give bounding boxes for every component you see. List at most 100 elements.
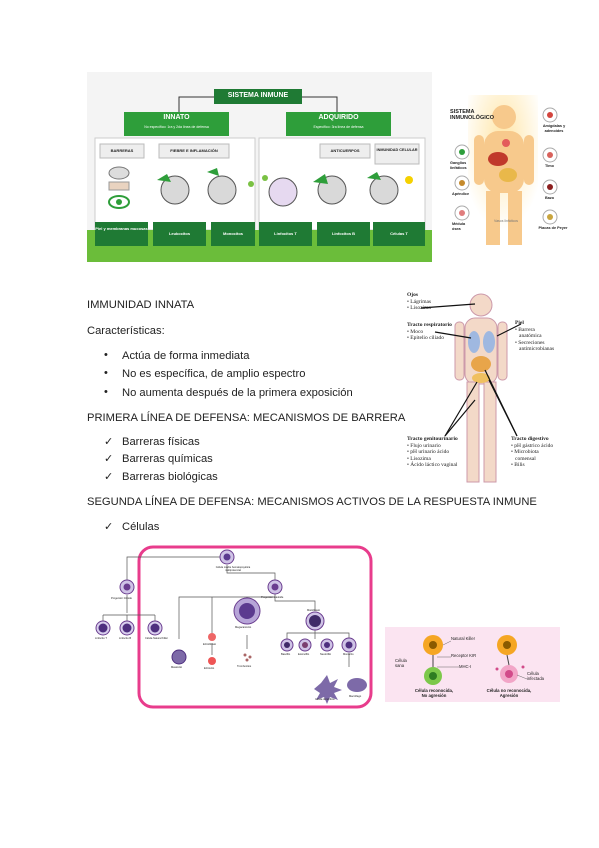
receptor-kir-label: Receptor KIR — [451, 653, 477, 658]
fig2-label-peyer: Placas de Peyer — [538, 226, 568, 230]
gi-title: Tracto digestivo — [511, 436, 549, 442]
fig1-footer-monocytes: Monocitos — [223, 231, 243, 236]
fig2-label-medula: Médula ósea — [452, 222, 466, 231]
fig1-acquired-title: ADQUIRIDO — [318, 114, 359, 121]
hematopoiesis-figure: Célula madre hematopoyética multipotenci… — [87, 545, 377, 710]
respiratory-barrier-label: Tracto respiratorio • Moco • Epitelio ci… — [407, 322, 452, 342]
label-nk-cell: Célula Natural Killer — [145, 637, 168, 640]
fig1-innate-subtitle: No específico: 1ra y 2da línea de defens… — [144, 125, 209, 129]
label-thrombocytes: Trombocitos — [237, 665, 252, 668]
fig1-acquired-subtitle: Específico: 3ra línea de defensa — [313, 125, 364, 129]
label-mast-cell: Mastocito — [171, 666, 183, 669]
left-caption-line1: Célula reconocida, — [414, 688, 454, 693]
gu-title: Tracto genitourinario — [407, 436, 458, 442]
fig1-header-barriers: BARRERAS — [110, 148, 134, 153]
check-item: Barreras físicas — [122, 436, 200, 448]
fig1-title: SISTEMA INMUNE — [227, 92, 289, 99]
eyes-title: Ojos — [407, 292, 418, 298]
gi-item: • Bilis — [511, 462, 525, 468]
eyes-item: • Lisozima — [407, 305, 431, 311]
label-myeloblast: Mieloblasto — [307, 609, 321, 612]
fig1-header-cellular: INMUNIDAD CELULAR — [376, 148, 418, 152]
label-t-lymphocyte: Linfocito T — [95, 637, 107, 640]
lymphatic-body-illustration — [454, 95, 558, 245]
body-barriers-illustration — [420, 293, 522, 483]
skin-item: • Secreciones — [515, 339, 545, 346]
left-caption-line2: No agresión — [421, 693, 447, 698]
gu-item: • Ácido láctico vaginal — [407, 462, 458, 468]
nk-cell-figure: Natural Killer Receptor KIR MHC-I Célula… — [385, 627, 560, 702]
fig1-innate-title: INNATO — [163, 114, 190, 121]
skin-title: Piel — [515, 320, 524, 326]
fig1-footer-skin: Piel y membranas mucosas — [95, 226, 148, 231]
bullet-item: No es específica, de amplio espectro — [122, 368, 306, 380]
gu-item: • Lisozima — [407, 455, 431, 462]
fig2-label-ganglios: Ganglios linfáticos — [450, 161, 467, 170]
fig2-label-apendice: Apéndice — [452, 192, 470, 196]
checkmark-icon: ✓ — [104, 436, 114, 448]
fig1-header-fever: FIEBRE E INFLAMACIÓN — [170, 148, 218, 153]
gi-item: comensal — [515, 455, 536, 462]
heading-first-line: PRIMERA LÍNEA DE DEFENSA: MECANISMOS DE … — [87, 412, 406, 424]
right-caption-line1: Célula no reconocida, — [486, 688, 532, 693]
body-barriers-figure: Ojos • Lágrimas • Lisozima Tracto respir… — [405, 290, 558, 485]
skin-item: • Barrera — [515, 326, 535, 333]
bullet-dot: • — [104, 349, 108, 361]
label-megakaryocyte: Megacariocito — [235, 626, 252, 629]
checkmark-icon: ✓ — [104, 453, 114, 465]
bullet-item: Actúa de forma inmediata — [122, 350, 250, 362]
fig1-footer-t-lymph: Linfocitos T — [274, 231, 297, 236]
label-macrophage: Macrófago — [349, 695, 362, 698]
eyes-barrier-label: Ojos • Lágrimas • Lisozima — [407, 292, 431, 312]
label-lymphoid-progenitor: Progenitor linfoide — [111, 597, 132, 600]
eyes-item: • Lágrimas — [407, 298, 432, 305]
gi-item: • pH gástrico ácido — [511, 442, 554, 449]
label-myeloid-progenitor: Progenitor mieloide — [261, 596, 284, 599]
fig2-title: SISTEMA INMUNOLÓGICO — [450, 109, 494, 121]
skin-barrier-label: Piel • Barrera anatómica • Secreciones a… — [515, 320, 554, 353]
respiratory-item: • Moco — [407, 328, 424, 335]
skin-item: antimicrobianas — [519, 346, 555, 352]
checkmark-icon: ✓ — [104, 521, 114, 533]
nk-cell-diagram — [423, 635, 528, 685]
label-monocyte: Monocito — [343, 653, 354, 656]
gu-item: • pH urinario ácido — [407, 449, 450, 455]
check-item: Células — [122, 521, 160, 533]
bullet-dot: • — [104, 386, 108, 398]
label-b-lymphocyte: Linfocito B — [119, 637, 132, 640]
label-dendritic-cell: Célula dendrítica — [315, 698, 335, 701]
respiratory-title: Tracto respiratorio — [407, 322, 452, 328]
check-item: Barreras biológicas — [122, 471, 218, 483]
label-neutrophil: Neutrófilo — [320, 653, 332, 656]
characteristics-label: Características: — [87, 325, 165, 337]
label-erythroblast: Eritroblasto — [203, 643, 217, 646]
immune-system-figure: SISTEMA INMUNE INNATO No específico: 1ra… — [87, 72, 432, 262]
checkmark-icon: ✓ — [104, 471, 114, 483]
label-erythrocyte: Eritrocito — [204, 667, 215, 670]
lymphatic-system-figure: SISTEMA INMUNOLÓGICO Ganglios linfáticos… — [438, 95, 570, 245]
nk-label: Natural Killer — [451, 636, 475, 641]
fig2-label-bazo: Bazo — [545, 196, 555, 200]
heading-second-line: SEGUNDA LÍNEA DE DEFENSA: MECANISMOS ACT… — [87, 496, 537, 508]
check-item: Barreras químicas — [122, 453, 213, 465]
infected-cell-label: Célula infectada — [527, 671, 544, 681]
right-caption-line2: Agresión — [499, 693, 519, 698]
bullet-dot: • — [104, 367, 108, 379]
gi-barrier-label: Tracto digestivo • pH gástrico ácido • M… — [511, 436, 553, 469]
bullet-item: No aumenta después de la primera exposic… — [122, 387, 353, 399]
fig1-footer-leukocytes: Leukocitos — [168, 231, 191, 236]
fig2-label-amigdalas: Amígdalas y adenoides — [542, 124, 566, 133]
gu-barrier-label: Tracto genitourinario • Flujo urinario •… — [407, 436, 458, 469]
heading-innate-immunity: IMMUNIDAD INNATA — [87, 299, 195, 311]
hematopoiesis-diagram — [87, 545, 377, 710]
fig2-label-vasos: Vasos linfáticos — [494, 219, 519, 223]
label-basophil: Basófilo — [281, 653, 291, 656]
fig1-footer-t-cells: Células T — [390, 231, 408, 236]
respiratory-item: • Epitelio ciliado — [407, 335, 445, 341]
mhc-label: MHC-I — [459, 664, 472, 669]
healthy-cell-label: Célula sana — [395, 658, 407, 668]
gu-item: • Flujo urinario — [407, 442, 441, 449]
skin-item: anatómica — [519, 333, 542, 339]
fig2-label-timo: Timo — [545, 164, 555, 168]
fig1-header-antibodies: ANTICUERPOS — [330, 148, 360, 153]
